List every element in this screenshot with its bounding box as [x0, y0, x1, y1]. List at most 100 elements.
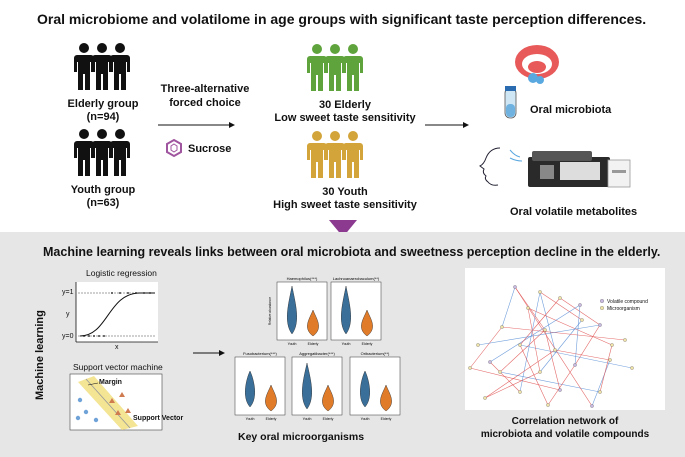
svm-support-vector-label: Support Vector — [133, 415, 184, 422]
svm-title: Support vector machine — [73, 362, 163, 372]
legend-volatile-marker — [600, 299, 604, 303]
violin-title: Aggregatibacter(***) — [299, 351, 335, 356]
network-node — [500, 325, 504, 329]
network-node — [488, 360, 492, 364]
violin-category: Youth — [303, 417, 312, 421]
violin-category: Elderly — [308, 342, 319, 346]
network-node — [553, 348, 557, 352]
violin-category: Youth — [342, 342, 351, 346]
network-edge — [559, 297, 601, 326]
violin-category: Youth — [288, 342, 297, 346]
network-node — [558, 296, 562, 300]
high-group-line2: High sweet taste sensitivity — [273, 199, 417, 211]
network-background — [465, 268, 665, 410]
violin-category: Elderly — [323, 417, 334, 421]
network-edge — [477, 324, 601, 346]
network-edge — [591, 359, 611, 407]
gc-ms-instrument-icon — [528, 151, 631, 188]
network-edge — [469, 367, 561, 391]
network-edge — [554, 349, 611, 361]
network-edge — [514, 286, 546, 331]
network-edge — [501, 326, 626, 341]
violin-ylabel: Relative abundance — [268, 297, 272, 325]
elderly-violin — [322, 384, 334, 412]
elderly-violin — [380, 384, 392, 412]
network-edge — [519, 344, 549, 406]
network-node — [608, 358, 612, 362]
network-edge — [484, 371, 541, 399]
network-node — [598, 390, 602, 394]
network-edge — [599, 344, 613, 393]
network-edge — [469, 326, 503, 369]
logistic-y0: y=0 — [62, 333, 74, 340]
youth-n-label: (n=63) — [86, 197, 120, 209]
network-node — [468, 366, 472, 370]
network-label-line1: Correlation network of — [511, 416, 619, 427]
network-edge — [544, 329, 561, 391]
network-edge — [527, 307, 613, 346]
network-node — [543, 328, 547, 332]
violin-panel: Haemophilus(***) Youth Elderly Relative abu… — [268, 276, 328, 346]
youth-violin — [341, 285, 351, 335]
network-node — [578, 303, 582, 307]
network-node — [513, 285, 517, 289]
network-node — [598, 323, 602, 327]
violin-panel: Aggregatibacter(***) Youth Elderly — [291, 351, 343, 421]
network-node — [518, 343, 522, 347]
network-edge — [547, 364, 576, 406]
violin-category: Elderly — [362, 342, 373, 346]
low-group-line2: Low sweet taste sensitivity — [274, 112, 416, 124]
network-node — [573, 363, 577, 367]
face-profile-icon — [479, 147, 523, 186]
violin-title: Haemophilus(***) — [287, 276, 318, 281]
network-legend-microorganism: Microorganism — [607, 306, 640, 312]
sucrose-label: Sucrose — [188, 143, 232, 155]
network-edge — [539, 291, 583, 321]
network-node — [538, 290, 542, 294]
network-edge — [539, 319, 583, 373]
top-panel-title: Oral microbiome and volatilome in age gr… — [37, 11, 647, 27]
youth-violin — [302, 362, 312, 410]
violin-title: Oribacterium(**) — [361, 351, 390, 356]
elderly-violin — [361, 309, 373, 337]
network-edge — [499, 371, 601, 393]
network-node — [623, 338, 627, 342]
network-node — [538, 370, 542, 374]
method-line2: forced choice — [169, 97, 241, 109]
network-node — [610, 343, 614, 347]
network-edge — [501, 286, 516, 328]
youth-violin — [287, 285, 297, 335]
network-edge — [489, 304, 581, 363]
network-edge — [489, 361, 521, 393]
network-node — [590, 404, 594, 408]
elderly-group-label: Elderly group — [67, 98, 139, 110]
network-edge — [539, 291, 556, 351]
network-edge — [574, 324, 601, 366]
violin-category: Elderly — [381, 417, 392, 421]
legend-microorganism-marker — [600, 306, 604, 310]
elderly-violin — [307, 309, 319, 337]
network-node — [630, 366, 634, 370]
violin-title: Fusobacterium(***) — [243, 351, 277, 356]
elderly-n-label: (n=94) — [86, 111, 120, 123]
violin-title: Lachnoanaerobaculum(**) — [333, 276, 380, 281]
test-tube-icon — [504, 86, 517, 119]
network-legend-volatile: Volatile compound — [607, 299, 648, 305]
low-group-line1: 30 Elderly — [319, 99, 371, 111]
youth-violin — [360, 370, 370, 408]
svm-margin-label: Margin — [99, 379, 122, 386]
elderly-violin — [265, 384, 277, 412]
violin-panel: Lachnoanaerobaculum(**) Youth Elderly — [330, 276, 382, 346]
network-node — [558, 388, 562, 392]
high-group-line1: 30 Youth — [322, 186, 368, 198]
network-node — [580, 318, 584, 322]
network-node — [546, 403, 550, 407]
logistic-y1: y=1 — [62, 289, 74, 296]
logistic-title: Logistic regression — [86, 268, 157, 278]
transition-arrow — [329, 220, 357, 237]
